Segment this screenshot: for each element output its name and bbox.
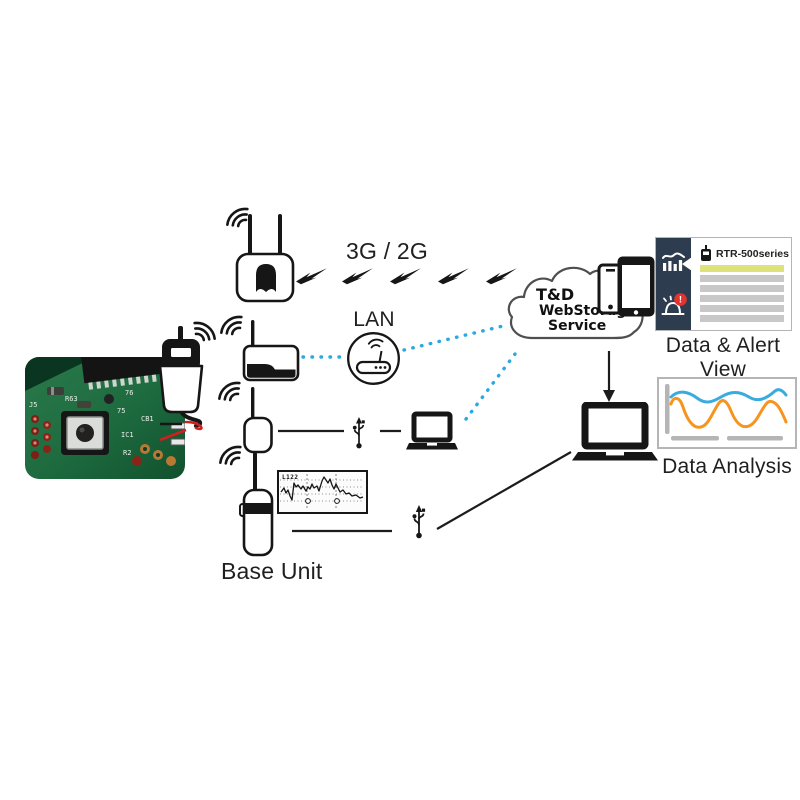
alert-panel-title: RTR-500series (716, 247, 789, 260)
alert-row (700, 295, 784, 302)
alert-row (700, 275, 784, 282)
data-alert-caption: Data & Alert View (665, 334, 781, 381)
wifi-waves-icon (226, 207, 249, 228)
data-analysis-caption: Data Analysis (662, 455, 792, 478)
svg-text:J5: J5 (29, 401, 37, 409)
cloud-line3: Service (548, 317, 607, 334)
svg-text:R2: R2 (123, 449, 131, 457)
laptop-icon (406, 411, 458, 450)
wifi-waves-icon (218, 381, 241, 402)
logger-device-icon (701, 245, 711, 261)
dotted-link-laptop-to-cloud (464, 352, 517, 421)
lightning-bolt-icon (342, 268, 373, 285)
base-unit-network (242, 320, 300, 382)
router-icon (347, 332, 400, 385)
base-unit-handheld (239, 452, 274, 557)
silkscreen-labels: J5 R63 75 76 CB1 IC1 R2 (29, 389, 154, 457)
tablet-icon (617, 256, 655, 317)
data-alert-panel: ! RTR-500series (655, 237, 792, 331)
laptop-icon (572, 402, 658, 461)
alert-row-highlight (700, 265, 784, 272)
resistor (77, 401, 91, 408)
lightning-bolt-icon (486, 268, 517, 285)
alert-badge: ! (679, 295, 682, 306)
base-unit-label: Base Unit (221, 558, 323, 584)
lan-label: LAN (353, 308, 395, 331)
cloud-service-label: T&D WebStorage Service (534, 285, 636, 334)
wifi-waves-icon (220, 315, 243, 336)
usb-link-diagonal (436, 451, 572, 530)
data-analysis-panel (657, 377, 797, 449)
cellular-label: 3G / 2G (346, 238, 428, 264)
usb-icon (412, 505, 426, 539)
lcd-graph-panel: L122 (277, 470, 368, 514)
solder-pads (31, 415, 176, 466)
lightning-bolt-icon (296, 268, 327, 285)
alert-panel-sidebar: ! (656, 238, 691, 330)
alert-row (700, 315, 784, 322)
analysis-series-blue (669, 388, 788, 404)
cloud-line1: T&D (536, 285, 575, 304)
wifi-waves-icon (219, 445, 242, 466)
usb-icon (352, 416, 365, 449)
svg-text:76: 76 (125, 389, 133, 397)
cloud-to-laptop-arrow (603, 351, 615, 402)
svg-text:CB1: CB1 (141, 415, 154, 423)
base-unit-usb (243, 387, 273, 454)
analysis-series-orange (669, 396, 788, 429)
lcd-reading: L122 (282, 474, 299, 481)
chart-stats-icon (662, 252, 685, 271)
alert-row (700, 285, 784, 292)
alarm-siren-icon: ! (661, 293, 687, 315)
wifi-waves-icon (193, 321, 216, 342)
push-button (61, 411, 109, 455)
alert-row-list (700, 265, 784, 325)
resistor (47, 387, 64, 395)
lightning-bolt-icon (438, 268, 469, 285)
base-unit-cellular (235, 214, 295, 303)
alert-row (700, 305, 784, 312)
svg-text:75: 75 (117, 407, 125, 415)
alert-panel-notch (682, 257, 692, 271)
dotted-link-router-to-cloud (402, 324, 505, 352)
lightning-bolt-icon (390, 268, 421, 285)
svg-text:IC1: IC1 (121, 431, 134, 439)
wireless-logger-device (158, 326, 204, 442)
smartphone-icon (597, 263, 624, 315)
svg-text:R63: R63 (65, 395, 78, 403)
